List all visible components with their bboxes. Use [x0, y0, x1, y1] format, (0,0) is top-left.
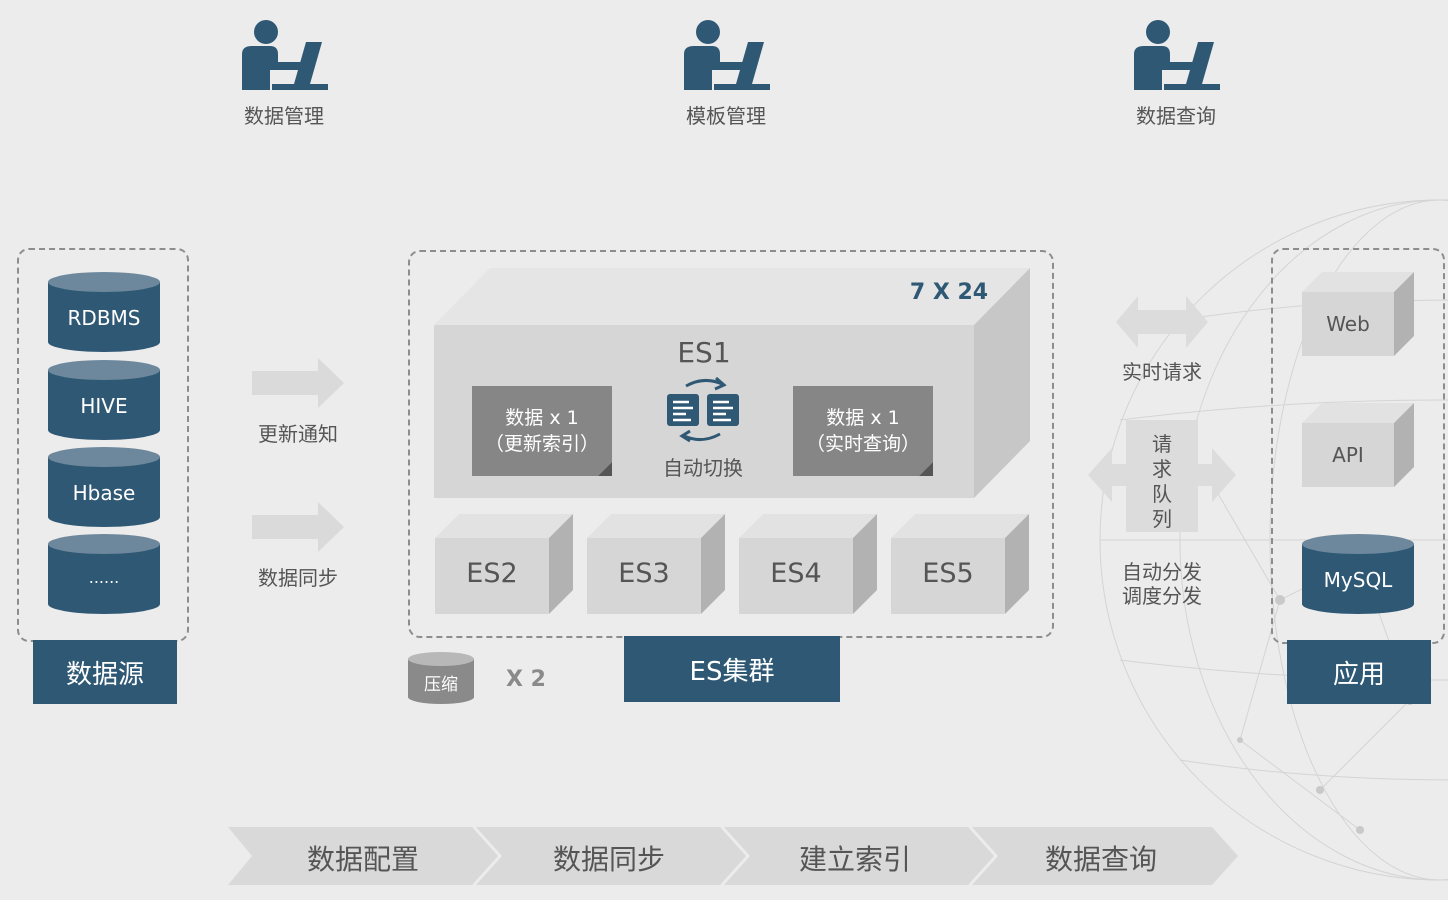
- realtime-request-label: 实时请求: [1122, 360, 1202, 384]
- source-hbase: Hbase: [48, 447, 160, 527]
- user-laptop-icon: [1134, 20, 1220, 90]
- es5-node: ES5: [891, 514, 1031, 614]
- step-label: 数据配置: [306, 843, 419, 876]
- schedule-dispatch-label: 调度分发: [1122, 584, 1202, 608]
- process-steps: [228, 827, 1238, 885]
- user-laptop-icon: [684, 20, 770, 90]
- switch-icon: [667, 376, 739, 443]
- es-cluster-title: ES集群: [624, 636, 840, 702]
- app-web: Web: [1302, 272, 1416, 356]
- data-sync-label: 数据同步: [258, 566, 338, 590]
- realtime-query-box: 数据 x 1 （实时查询）: [793, 386, 933, 476]
- auto-dispatch-label: 自动分发: [1122, 560, 1202, 584]
- persona-data-management: 数据管理: [234, 16, 334, 129]
- app-mysql: MySQL: [1302, 534, 1414, 614]
- source-label: HIVE: [80, 394, 128, 418]
- app-label: MySQL: [1323, 568, 1393, 592]
- update-index-line2: （更新索引）: [484, 433, 599, 455]
- request-queue-block: [1126, 420, 1198, 532]
- source-hive: HIVE: [48, 360, 160, 440]
- compress-label: 压缩: [424, 675, 458, 695]
- availability-label: 7 X 24: [909, 280, 989, 305]
- realtime-query-line1: 数据 x 1: [826, 407, 900, 429]
- sync-arrow-icon: [252, 502, 344, 552]
- source-more: ......: [48, 534, 160, 614]
- compress-cylinder: 压缩: [408, 652, 474, 704]
- es1-label: ES1: [677, 336, 731, 369]
- source-label: RDBMS: [67, 306, 141, 330]
- node-label: ES4: [770, 558, 822, 589]
- bidirectional-arrow-icon: [1116, 296, 1208, 348]
- user-laptop-icon: [242, 20, 328, 90]
- source-label: Hbase: [72, 481, 136, 505]
- persona-label: 数据管理: [244, 104, 324, 128]
- persona-label: 模板管理: [686, 104, 766, 128]
- persona-label: 数据查询: [1136, 104, 1216, 128]
- queue-char: 队: [1152, 482, 1172, 506]
- app-label: Web: [1326, 312, 1370, 336]
- step-label: 建立索引: [798, 843, 911, 876]
- update-notice-label: 更新通知: [258, 422, 338, 446]
- es4-node: ES4: [739, 514, 879, 614]
- update-arrow-icon: [252, 358, 344, 408]
- update-index-box: 数据 x 1 （更新索引）: [472, 386, 612, 476]
- update-index-line1: 数据 x 1: [505, 407, 579, 429]
- queue-char: 求: [1152, 457, 1172, 481]
- persona-template-management: 模板管理: [676, 16, 776, 129]
- node-label: ES3: [618, 558, 670, 589]
- step-label: 数据查询: [1044, 843, 1157, 876]
- step-label: 数据同步: [552, 843, 665, 876]
- queue-char: 请: [1152, 432, 1172, 456]
- node-label: ES5: [922, 558, 974, 589]
- realtime-query-line2: （实时查询）: [805, 433, 920, 455]
- es2-node: ES2: [435, 514, 575, 614]
- auto-switch-label: 自动切换: [663, 456, 743, 480]
- persona-data-query: 数据查询: [1126, 16, 1226, 129]
- source-label: ......: [88, 568, 120, 587]
- sources-title: 数据源: [33, 640, 177, 704]
- node-label: ES2: [466, 558, 518, 589]
- queue-char: 列: [1152, 507, 1172, 531]
- source-rdbms: RDBMS: [48, 272, 160, 352]
- app-api: API: [1302, 403, 1416, 487]
- compress-multiplier: X 2: [506, 667, 546, 692]
- apps-title: 应用: [1287, 640, 1431, 704]
- es3-node: ES3: [587, 514, 727, 614]
- app-label: API: [1332, 443, 1364, 467]
